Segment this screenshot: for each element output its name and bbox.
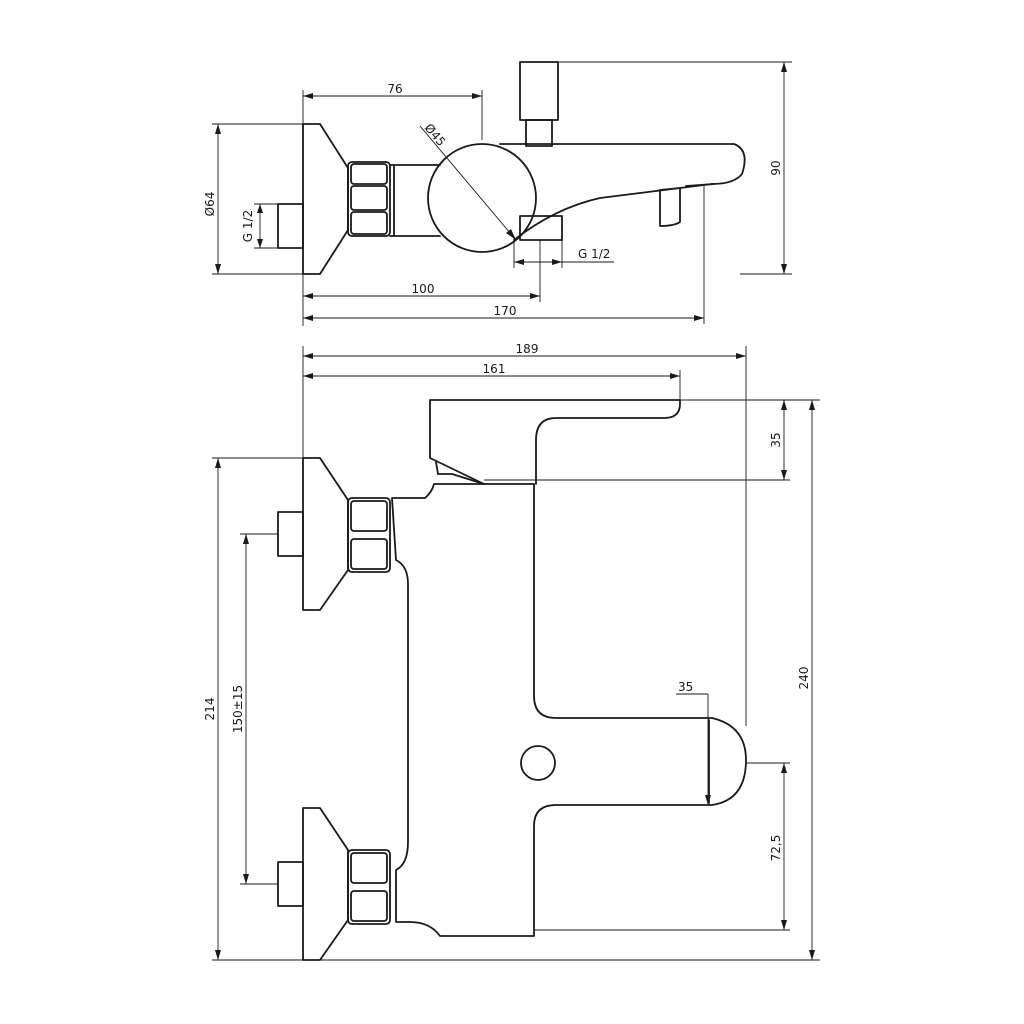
- top-connector: [389, 164, 441, 237]
- top-wall-flange: [302, 123, 349, 275]
- dim-150-label: 150±15: [231, 685, 245, 733]
- front-diverter-button: [520, 745, 556, 781]
- dim-d45-label: Ø45: [422, 121, 449, 149]
- top-view: 76 Ø45 90 Ø64 G 1/2 G 1/2: [203, 61, 792, 326]
- front-upper-inlet: [277, 511, 304, 557]
- dim-90-label: 90: [769, 160, 783, 175]
- dim-240-label: 240: [797, 667, 811, 690]
- dim-35-top-label: 35: [769, 432, 783, 447]
- dim-100-label: 100: [412, 282, 435, 296]
- dim-214-label: 214: [203, 698, 217, 721]
- top-outlet: [519, 215, 563, 241]
- top-hex-nut: [347, 161, 391, 237]
- front-lever-joint: [435, 461, 485, 485]
- front-lower-flange: [302, 807, 349, 961]
- dim-g12-right-label: G 1/2: [578, 247, 610, 261]
- dim-g12-left-label: G 1/2: [241, 210, 255, 242]
- dim-d64-label: Ø64: [203, 192, 217, 217]
- front-upper-flange: [302, 457, 349, 611]
- dim-189-label: 189: [516, 342, 539, 356]
- top-spout-underside: [659, 183, 715, 227]
- top-diverter-stem: [525, 119, 553, 147]
- dim-161-label: 161: [483, 362, 506, 376]
- dim-35-mid-label: 35: [678, 680, 693, 694]
- dim-170-label: 170: [494, 304, 517, 318]
- top-mixer-body: [427, 143, 537, 253]
- front-view: 189 161 35 240 35 72,5: [203, 342, 820, 961]
- top-diverter-knob: [519, 61, 559, 121]
- top-inlet-pipe: [277, 203, 304, 249]
- dim-72-5-label: 72,5: [769, 835, 783, 862]
- front-lever-handle: [429, 399, 681, 485]
- front-lower-hex-nut: [347, 849, 391, 925]
- dim-76-label: 76: [387, 82, 402, 96]
- front-lower-inlet: [277, 861, 304, 907]
- top-spout: [499, 143, 746, 241]
- front-upper-hex-nut: [347, 497, 391, 573]
- front-mixer-body: [391, 483, 747, 937]
